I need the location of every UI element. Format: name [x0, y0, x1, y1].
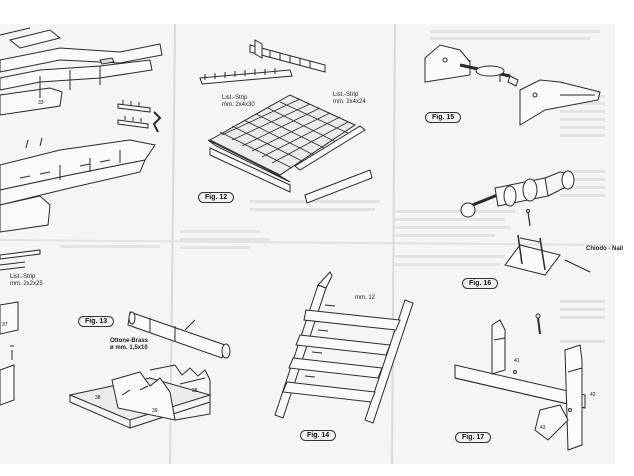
- nail-label: Chiodo - Nail: [586, 246, 623, 252]
- fig-17-label: Fig. 17: [455, 432, 492, 443]
- fig-12-label: Fig. 12: [198, 192, 235, 203]
- part-42: 42: [590, 392, 596, 398]
- part-43: 43: [540, 425, 546, 431]
- strip-label-small: List.-Strip mm. 2x2x25: [10, 274, 43, 287]
- strip-label-right: List.-Strip mm. 2x4x24: [333, 92, 366, 105]
- part-38a: 38: [95, 395, 101, 401]
- part-37: 37: [2, 322, 8, 328]
- brass-label: Ottone-Brass ø mm. 1,5x10: [110, 338, 149, 351]
- part-39: 39: [152, 408, 158, 414]
- part-41: 41: [514, 358, 520, 364]
- fig-14-label: Fig. 14: [300, 430, 337, 441]
- part-38b: 38: [192, 388, 198, 394]
- fig-13-label: Fig. 13: [78, 316, 115, 327]
- strip-label-left: List.-Strip mm. 2x4x30: [222, 95, 255, 108]
- mm12-label: mm. 12: [355, 295, 376, 301]
- fig-16-label: Fig. 16: [462, 278, 499, 289]
- part-33: 33: [38, 100, 44, 106]
- fig-15-label: Fig. 15: [425, 112, 462, 123]
